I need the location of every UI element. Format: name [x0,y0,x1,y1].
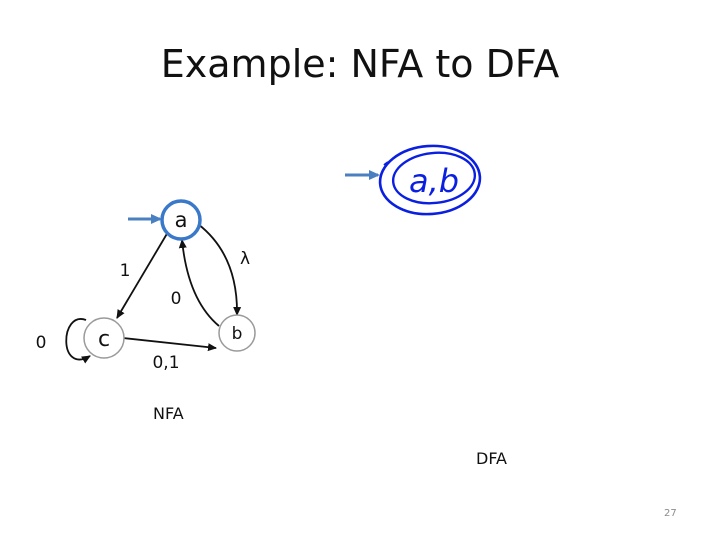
dfa-state-inner-ellipse [391,151,477,205]
state-c [83,317,125,359]
edge-label-c-loop: 0 [36,333,47,353]
dfa-state-label: a,b [409,162,459,200]
state-b [218,314,256,352]
edge-c-self-loop [65,318,91,364]
slide-title: Example: NFA to DFA [160,42,560,86]
edge-a-to-b [197,223,242,316]
edge-b-to-a [178,239,220,327]
state-c-label: c [98,327,110,352]
edge-a-to-c [116,231,169,319]
state-a [160,199,202,241]
dfa-state-outer-ellipse [378,144,482,216]
edge-label-c-to-b: 0,1 [152,353,179,373]
page-number: 27 [664,508,677,519]
state-a-label: a [175,208,188,232]
edge-label-b-to-a: 0 [171,289,182,309]
edge-c-to-b [122,337,217,352]
edge-label-lambda: λ [240,249,250,269]
dfa-start-tick-mark [383,161,389,166]
edge-label-a-to-c: 1 [120,261,131,281]
state-b-label: b [232,324,243,344]
dfa-caption: DFA [476,449,507,468]
nfa-caption: NFA [153,404,184,423]
